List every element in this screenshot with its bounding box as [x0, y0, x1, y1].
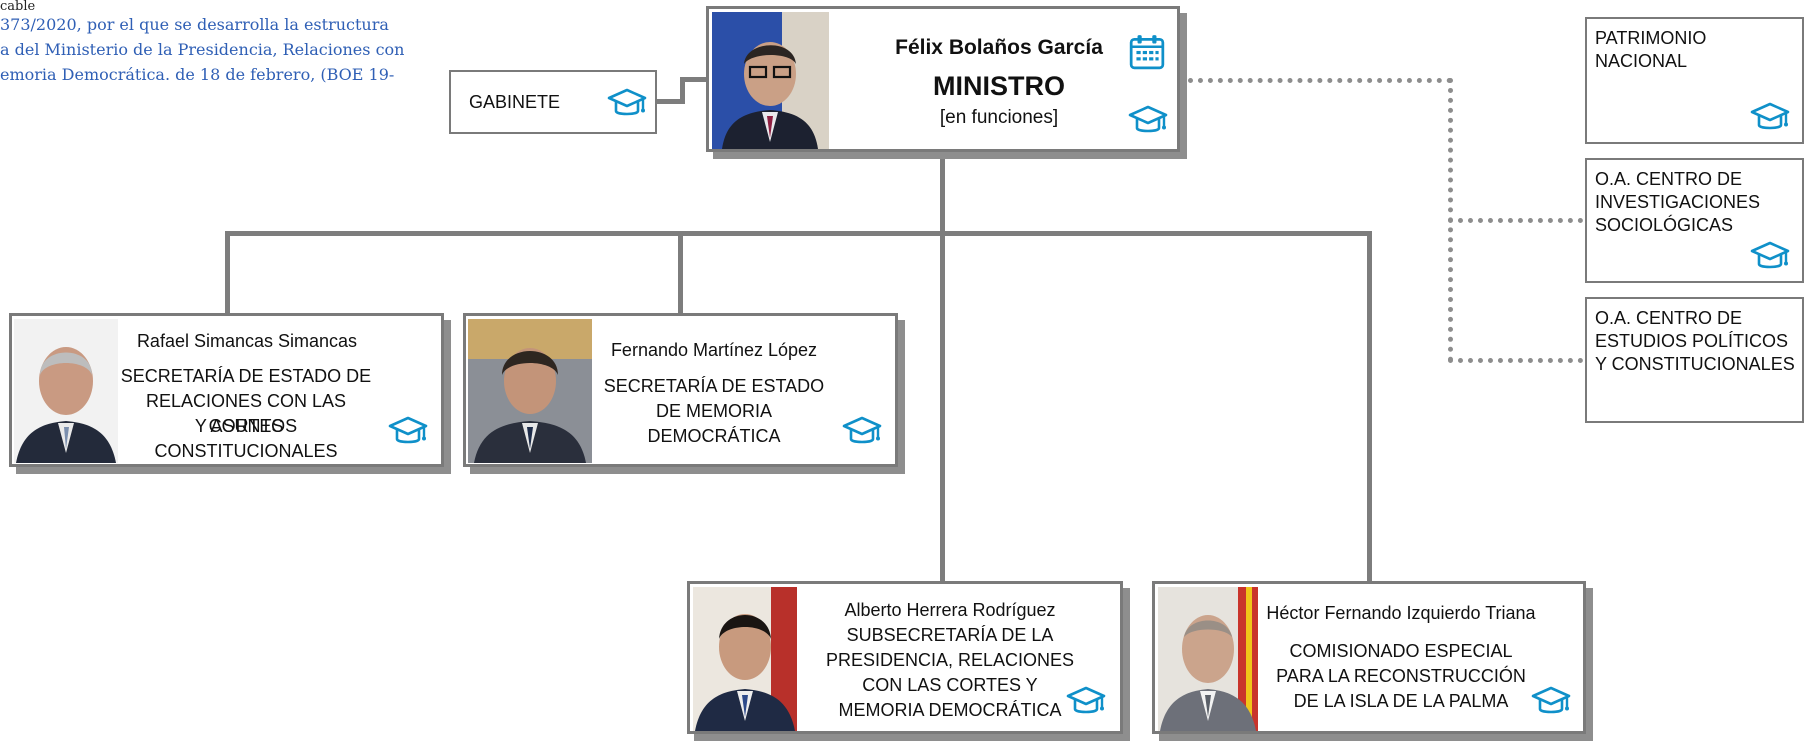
agency-box-patrimonio-nacional[interactable]: PATRIMONIO NACIONAL	[1585, 17, 1804, 144]
agency-3-line-3: Y CONSTITUCIONALES	[1595, 354, 1795, 374]
unit-card-secretaria-relaciones-cortes: Rafael Simancas Simancas SECRETARÍA DE E…	[9, 313, 444, 467]
agency-1-line-1: PATRIMONIO	[1595, 28, 1707, 48]
graduation-cap-icon[interactable]	[1750, 240, 1790, 272]
minister-card: Félix Bolaños García MINISTRO [en funcio…	[706, 6, 1180, 152]
gabinete-box[interactable]: GABINETE	[449, 70, 657, 134]
unit-1-title-line-1: SECRETARÍA DE ESTADO DE	[120, 366, 372, 386]
graduation-cap-icon[interactable]	[842, 415, 882, 447]
unit-2-title-line-1: SECRETARÍA DE ESTADO	[603, 376, 825, 396]
graduation-cap-icon[interactable]	[1128, 104, 1168, 136]
agency-1-line-2: NACIONAL	[1595, 51, 1688, 71]
agency-box-cepc[interactable]: O.A. CENTRO DE ESTUDIOS POLÍTICOS Y CONS…	[1585, 297, 1804, 423]
agency-2-line-2: INVESTIGACIONES	[1595, 192, 1761, 212]
connector-horizontal	[225, 231, 1372, 236]
agency-3-line-2: ESTUDIOS POLÍTICOS	[1595, 331, 1789, 351]
gabinete-label: GABINETE	[469, 92, 561, 112]
agency-1-label: PATRIMONIO NACIONAL	[1595, 27, 1795, 73]
minister-status: [en funciones]	[939, 107, 1059, 128]
unit-card-secretaria-memoria-democratica: Fernando Martínez López SECRETARÍA DE ES…	[463, 313, 898, 467]
unit-4-title-line-2: PARA LA RECONSTRUCCIÓN	[1276, 666, 1526, 686]
graduation-cap-icon[interactable]	[607, 87, 647, 119]
unit-3-name: Alberto Herrera Rodríguez	[844, 600, 1056, 620]
unit-photo	[693, 587, 797, 731]
unit-card-comisionado-la-palma: Héctor Fernando Izquierdo Triana COMISIO…	[1152, 581, 1586, 734]
agency-box-cis[interactable]: O.A. CENTRO DE INVESTIGACIONES SOCIOLÓGI…	[1585, 158, 1804, 283]
unit-2-title-line-2: DE MEMORIA	[655, 401, 772, 421]
unit-1-title-line-4: CONSTITUCIONALES	[154, 441, 338, 461]
unit-2-title-line-3: DEMOCRÁTICA	[647, 426, 781, 446]
calendar-icon[interactable]	[1128, 33, 1166, 71]
minister-title: MINISTRO	[933, 71, 1065, 101]
unit-3-title-line-3: CON LAS CORTES Y	[862, 675, 1038, 695]
legal-line-2: a del Ministerio de la Presidencia, Rela…	[0, 40, 405, 59]
graduation-cap-icon[interactable]	[1066, 685, 1106, 717]
agency-2-line-3: SOCIOLÓGICAS	[1595, 215, 1734, 235]
unit-photo	[1158, 587, 1258, 731]
connector-gabinete	[654, 99, 682, 104]
unit-4-name: Héctor Fernando Izquierdo Triana	[1266, 603, 1536, 623]
unit-2-name: Fernando Martínez López	[610, 340, 818, 360]
graduation-cap-icon[interactable]	[388, 415, 428, 447]
minister-name: Félix Bolaños García	[895, 36, 1103, 59]
unit-4-title-line-1: COMISIONADO ESPECIAL	[1289, 641, 1513, 661]
unit-photo	[468, 319, 592, 463]
agency-3-label: O.A. CENTRO DE ESTUDIOS POLÍTICOS Y CONS…	[1595, 307, 1795, 376]
unit-1-name: Rafael Simancas Simancas	[136, 331, 358, 351]
dotted-link-agency-3	[1448, 358, 1583, 363]
connector-drop-4	[1367, 231, 1372, 585]
agency-3-line-1: O.A. CENTRO DE	[1595, 308, 1743, 328]
legal-line-3: emoria Democrática. de 18 de febrero, (B…	[0, 65, 395, 84]
unit-3-title-line-1: SUBSECRETARÍA DE LA	[846, 625, 1054, 645]
unit-1-title-line-2: RELACIONES CON LAS CORTES	[145, 391, 347, 436]
connector-drop-2	[678, 231, 683, 317]
legal-reference-note: cable 373/2020, por el que se desarrolla…	[0, 0, 430, 87]
connector-gabinete	[680, 77, 710, 82]
unit-1-title-line-3: Y ASUNTOS	[194, 416, 298, 436]
unit-card-subsecretaria: Alberto Herrera Rodríguez SUBSECRETARÍA …	[687, 581, 1123, 734]
unit-3-title-line-4: MEMORIA DEMOCRÁTICA	[838, 700, 1062, 720]
unit-3-title-line-2: PRESIDENCIA, RELACIONES	[825, 650, 1075, 670]
legal-line-1: 373/2020, por el que se desarrolla la es…	[0, 15, 389, 34]
connector-drop-1	[225, 231, 230, 317]
dotted-link-minister	[1188, 78, 1452, 83]
dotted-link-agency-2	[1448, 218, 1583, 223]
graduation-cap-icon[interactable]	[1531, 685, 1571, 717]
minister-photo	[712, 12, 829, 149]
legal-heading-fragment: cable	[0, 0, 36, 12]
agency-2-line-1: O.A. CENTRO DE	[1595, 169, 1743, 189]
unit-photo	[14, 319, 118, 463]
unit-4-title-line-3: DE LA ISLA DE LA PALMA	[1293, 691, 1509, 711]
agency-2-label: O.A. CENTRO DE INVESTIGACIONES SOCIOLÓGI…	[1595, 168, 1795, 237]
connector-trunk	[940, 150, 945, 585]
graduation-cap-icon[interactable]	[1750, 101, 1790, 133]
connector-gabinete	[680, 77, 685, 104]
